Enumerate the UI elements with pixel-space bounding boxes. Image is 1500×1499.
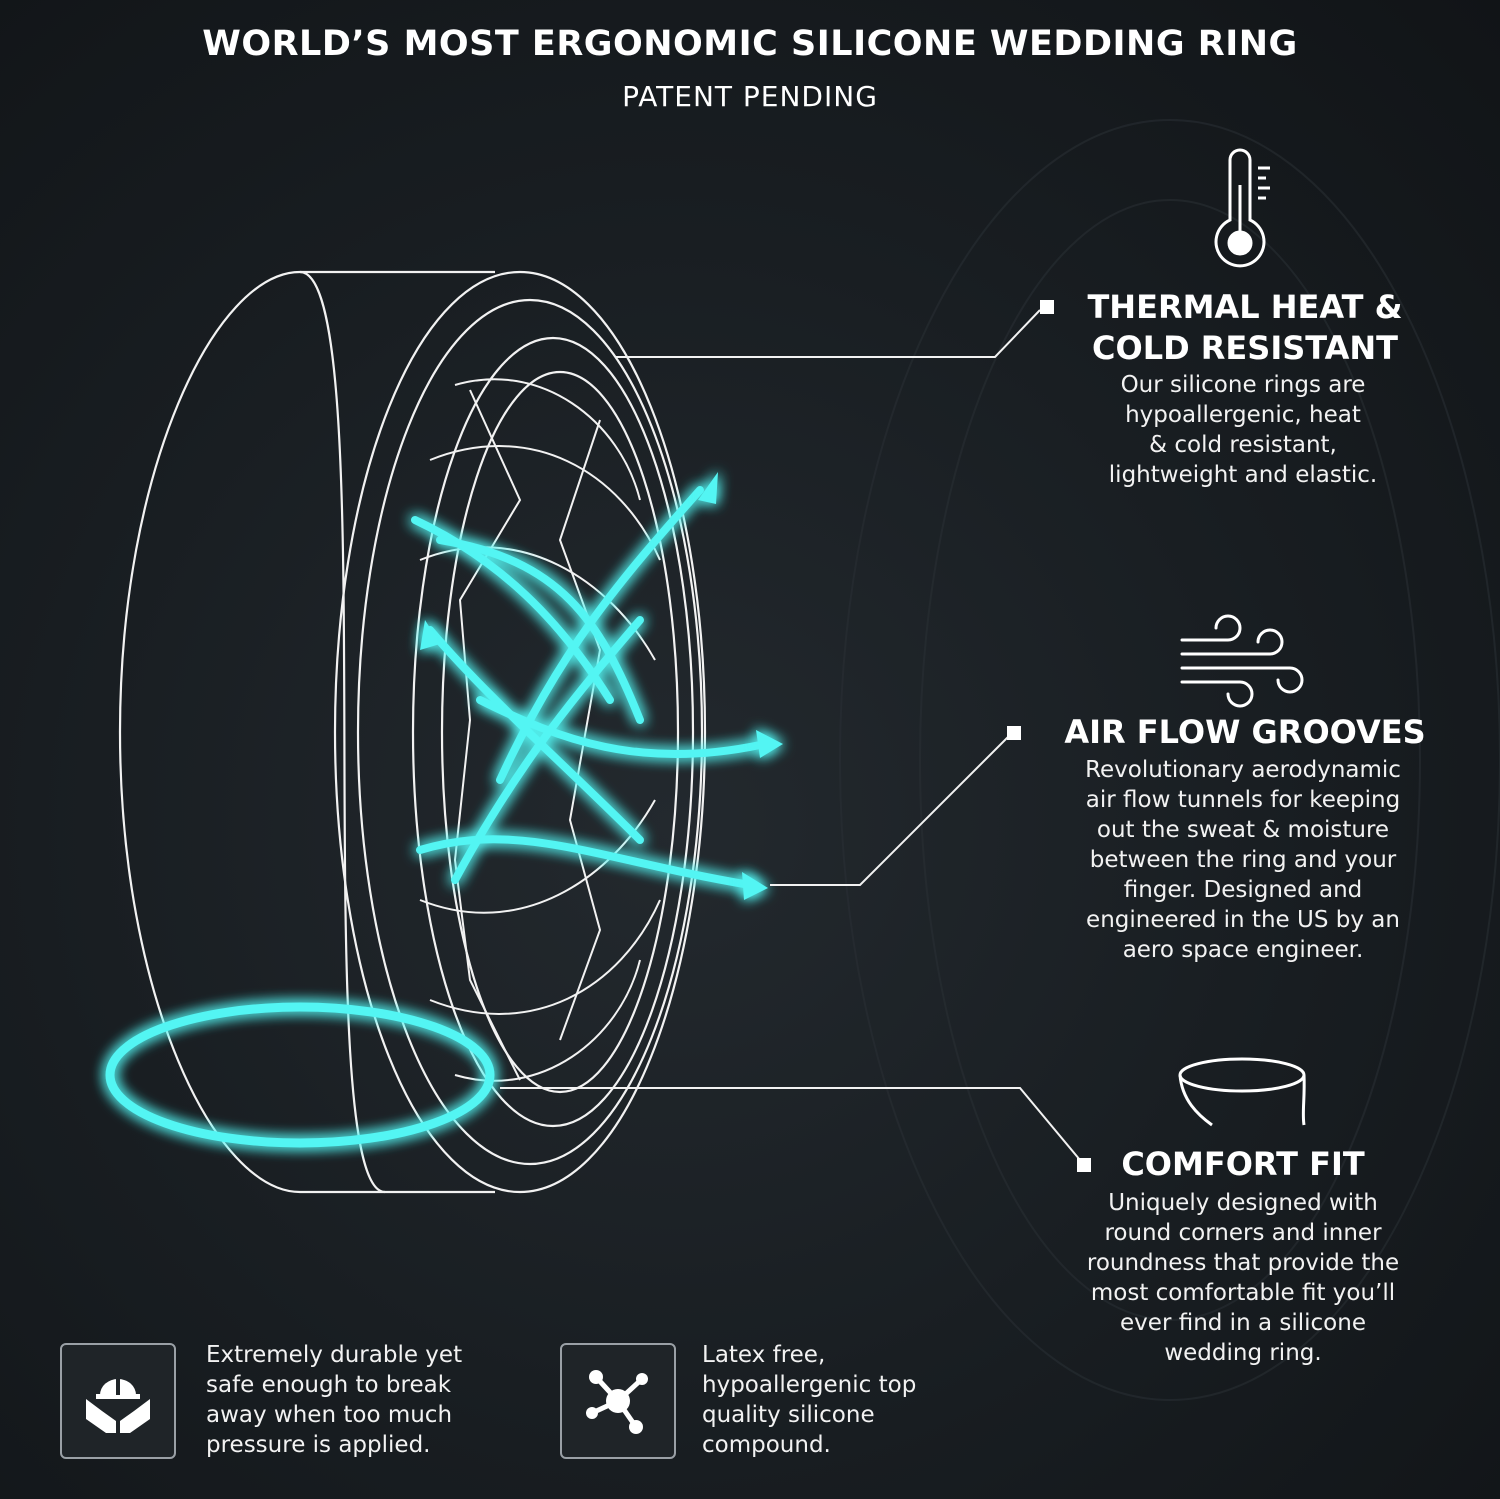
feature-heading-line: AIR FLOW GROOVES [1064, 713, 1426, 751]
description-line: safe enough to break [206, 1372, 452, 1398]
description-line: Extremely durable yet [206, 1342, 463, 1368]
description-line: hypoallergenic, heat [1125, 402, 1361, 428]
glow-ring [105, 1002, 495, 1148]
safety-hands-icon [86, 1377, 150, 1433]
description-line: most comfortable fit you’ll [1090, 1280, 1396, 1306]
description-line: & cold resistant, [1149, 432, 1337, 458]
silicone-tile [560, 1343, 676, 1459]
description-line: engineered in the US by an [1086, 907, 1400, 933]
feature-heading-line: THERMAL HEAT & [1087, 288, 1403, 326]
description-line: Our silicone rings are [1120, 372, 1366, 398]
feature-comfort-heading: COMFORT FIT [1090, 1144, 1396, 1185]
silicone-description: Latex free, hypoallergenic top quality s… [702, 1340, 916, 1460]
description-line: out the sweat & moisture [1096, 817, 1390, 843]
description-line: quality silicone [702, 1402, 875, 1428]
description-line: Latex free, [702, 1342, 826, 1368]
feature-thermal-heading: THERMAL HEAT & COLD RESISTANT [1060, 287, 1430, 369]
ring-profile-icon [1178, 1057, 1306, 1127]
description-line: air flow tunnels for keeping [1085, 787, 1401, 813]
description-line: round corners and inner [1104, 1220, 1382, 1246]
feature-heading-line: COLD RESISTANT [1092, 329, 1398, 367]
description-line: Uniquely designed with [1108, 1190, 1378, 1216]
description-line: aero space engineer. [1122, 937, 1364, 963]
arrow-heads [420, 472, 783, 900]
safety-description: Extremely durable yet safe enough to bre… [206, 1340, 462, 1460]
page-subtitle: PATENT PENDING [622, 80, 878, 113]
callout-markers [1007, 300, 1091, 1172]
description-line: between the ring and your [1089, 847, 1397, 873]
description-line: roundness that provide the [1086, 1250, 1400, 1276]
feature-airflow-heading: AIR FLOW GROOVES [1040, 712, 1450, 753]
feature-airflow-description: Revolutionary aerodynamic air flow tunne… [1050, 755, 1436, 965]
airflow-arrows [411, 486, 764, 889]
description-line: ever find in a silicone [1120, 1310, 1366, 1336]
ring-outline [118, 270, 707, 1194]
safety-tile [60, 1343, 176, 1459]
wind-icon [1180, 614, 1304, 708]
feature-heading-line: COMFORT FIT [1121, 1145, 1365, 1183]
description-line: wedding ring. [1164, 1340, 1322, 1366]
feature-thermal-description: Our silicone rings are hypoallergenic, h… [1060, 370, 1426, 490]
page-title: WORLD’S MOST ERGONOMIC SILICONE WEDDING … [202, 24, 1298, 64]
description-line: finger. Designed and [1123, 877, 1363, 903]
molecule-icon [586, 1370, 648, 1434]
thermometer-icon [1214, 148, 1270, 268]
callout-lines [500, 309, 1081, 1161]
background-ornament [839, 119, 1500, 1401]
description-line: hypoallergenic top [702, 1372, 917, 1398]
description-line: Revolutionary aerodynamic [1085, 757, 1401, 783]
description-line: pressure is applied. [206, 1432, 431, 1458]
feature-comfort-description: Uniquely designed with round corners and… [1050, 1188, 1436, 1368]
description-line: away when too much [206, 1402, 453, 1428]
description-line: lightweight and elastic. [1108, 462, 1378, 488]
description-line: compound. [702, 1432, 831, 1458]
